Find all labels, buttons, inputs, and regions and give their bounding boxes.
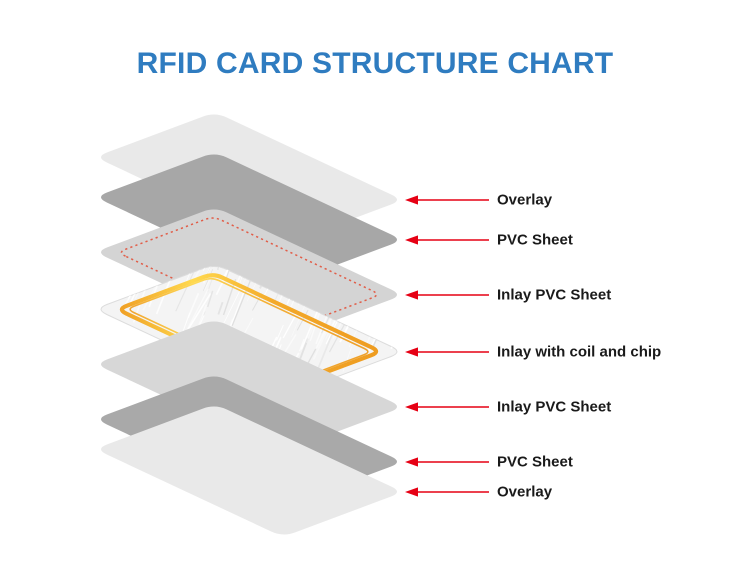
- callout-label-inlay-pvc-bottom: Inlay PVC Sheet: [497, 398, 612, 416]
- layer-inlay-pvc-sheet-top: [100, 209, 398, 338]
- callout-arrowhead: [405, 195, 418, 205]
- callout-label-inlay: Inlay with coil and chip: [497, 343, 662, 361]
- layer-overlay-bottom: [100, 406, 398, 535]
- callout-arrowhead: [405, 457, 418, 467]
- callout-label-overlay-top: Overlay: [497, 191, 553, 209]
- layer-inlay-pvc-sheet-bottom: [100, 321, 398, 450]
- layer-pvc-sheet-top: [100, 154, 398, 283]
- callout-arrowhead: [405, 487, 418, 497]
- callout-arrowhead: [405, 347, 418, 357]
- callout-arrowhead: [405, 235, 418, 245]
- callout-arrowhead: [405, 402, 418, 412]
- page-title: RFID CARD STRUCTURE CHART: [136, 47, 614, 80]
- callout-arrowhead: [405, 290, 418, 300]
- callout-label-pvc-bottom: PVC Sheet: [497, 453, 573, 471]
- callout-label-pvc-top: PVC Sheet: [497, 231, 573, 249]
- callout-label-overlay-bottom: Overlay: [497, 483, 553, 501]
- callout-arrows: [405, 195, 489, 497]
- callout-label-inlay-pvc-top: Inlay PVC Sheet: [497, 286, 612, 304]
